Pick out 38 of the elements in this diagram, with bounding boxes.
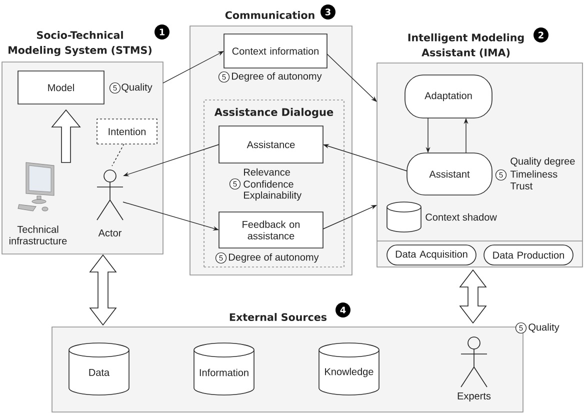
database-cylinder: Knowledge (318, 342, 380, 396)
process-box: Assistance (218, 126, 324, 164)
criteria-label: Degree of autonomy (232, 72, 322, 82)
panel-title: Communication (225, 11, 314, 19)
speech-bubble: Intention (96, 118, 158, 144)
node-label: Actor (98, 230, 122, 236)
database-cylinder: Data (68, 342, 130, 396)
criteria-label: Quality degree (510, 157, 575, 167)
panel-title: Socio-Technical Modeling System (STMS) (8, 30, 152, 56)
process-box: Model (18, 70, 104, 104)
criteria-label: Relevance (244, 168, 290, 176)
panel-title: External Sources (230, 313, 327, 321)
arrow (326, 54, 377, 102)
section-number: 3 (320, 4, 336, 20)
criteria-label: Trust (510, 182, 533, 190)
pill-box: Data Acquisition (386, 244, 476, 266)
rounded-box: Adaptation (404, 74, 492, 118)
criteria-label: Quality (122, 83, 152, 93)
group-title: Assistance Dialogue (214, 108, 334, 118)
rounded-box: Assistant (406, 152, 492, 196)
section-number: 2 (534, 28, 548, 42)
node-label: Technical infrastructure (10, 226, 67, 244)
node-label: Context shadow (426, 213, 497, 221)
criteria-label: Degree of autonomy (229, 253, 319, 263)
process-box: Context information (224, 34, 328, 68)
node-label: Experts (458, 392, 491, 402)
section-number: 1 (154, 24, 170, 40)
criteria-label: Quality (528, 323, 560, 333)
block-arrow (51, 109, 81, 163)
criteria-label: Timeliness (510, 170, 558, 178)
callout-line (112, 144, 124, 166)
section-number: 4 (336, 302, 350, 318)
process-box: Feedback on assistance (218, 212, 324, 248)
criteria-label: Explainability (244, 191, 302, 201)
database-cylinder: Information (194, 342, 254, 396)
pill-box: Data Production (484, 244, 574, 266)
criteria-label: Confidence (244, 180, 294, 188)
panel-title: Intelligent Modeling Assistant (IMA) (408, 33, 524, 58)
